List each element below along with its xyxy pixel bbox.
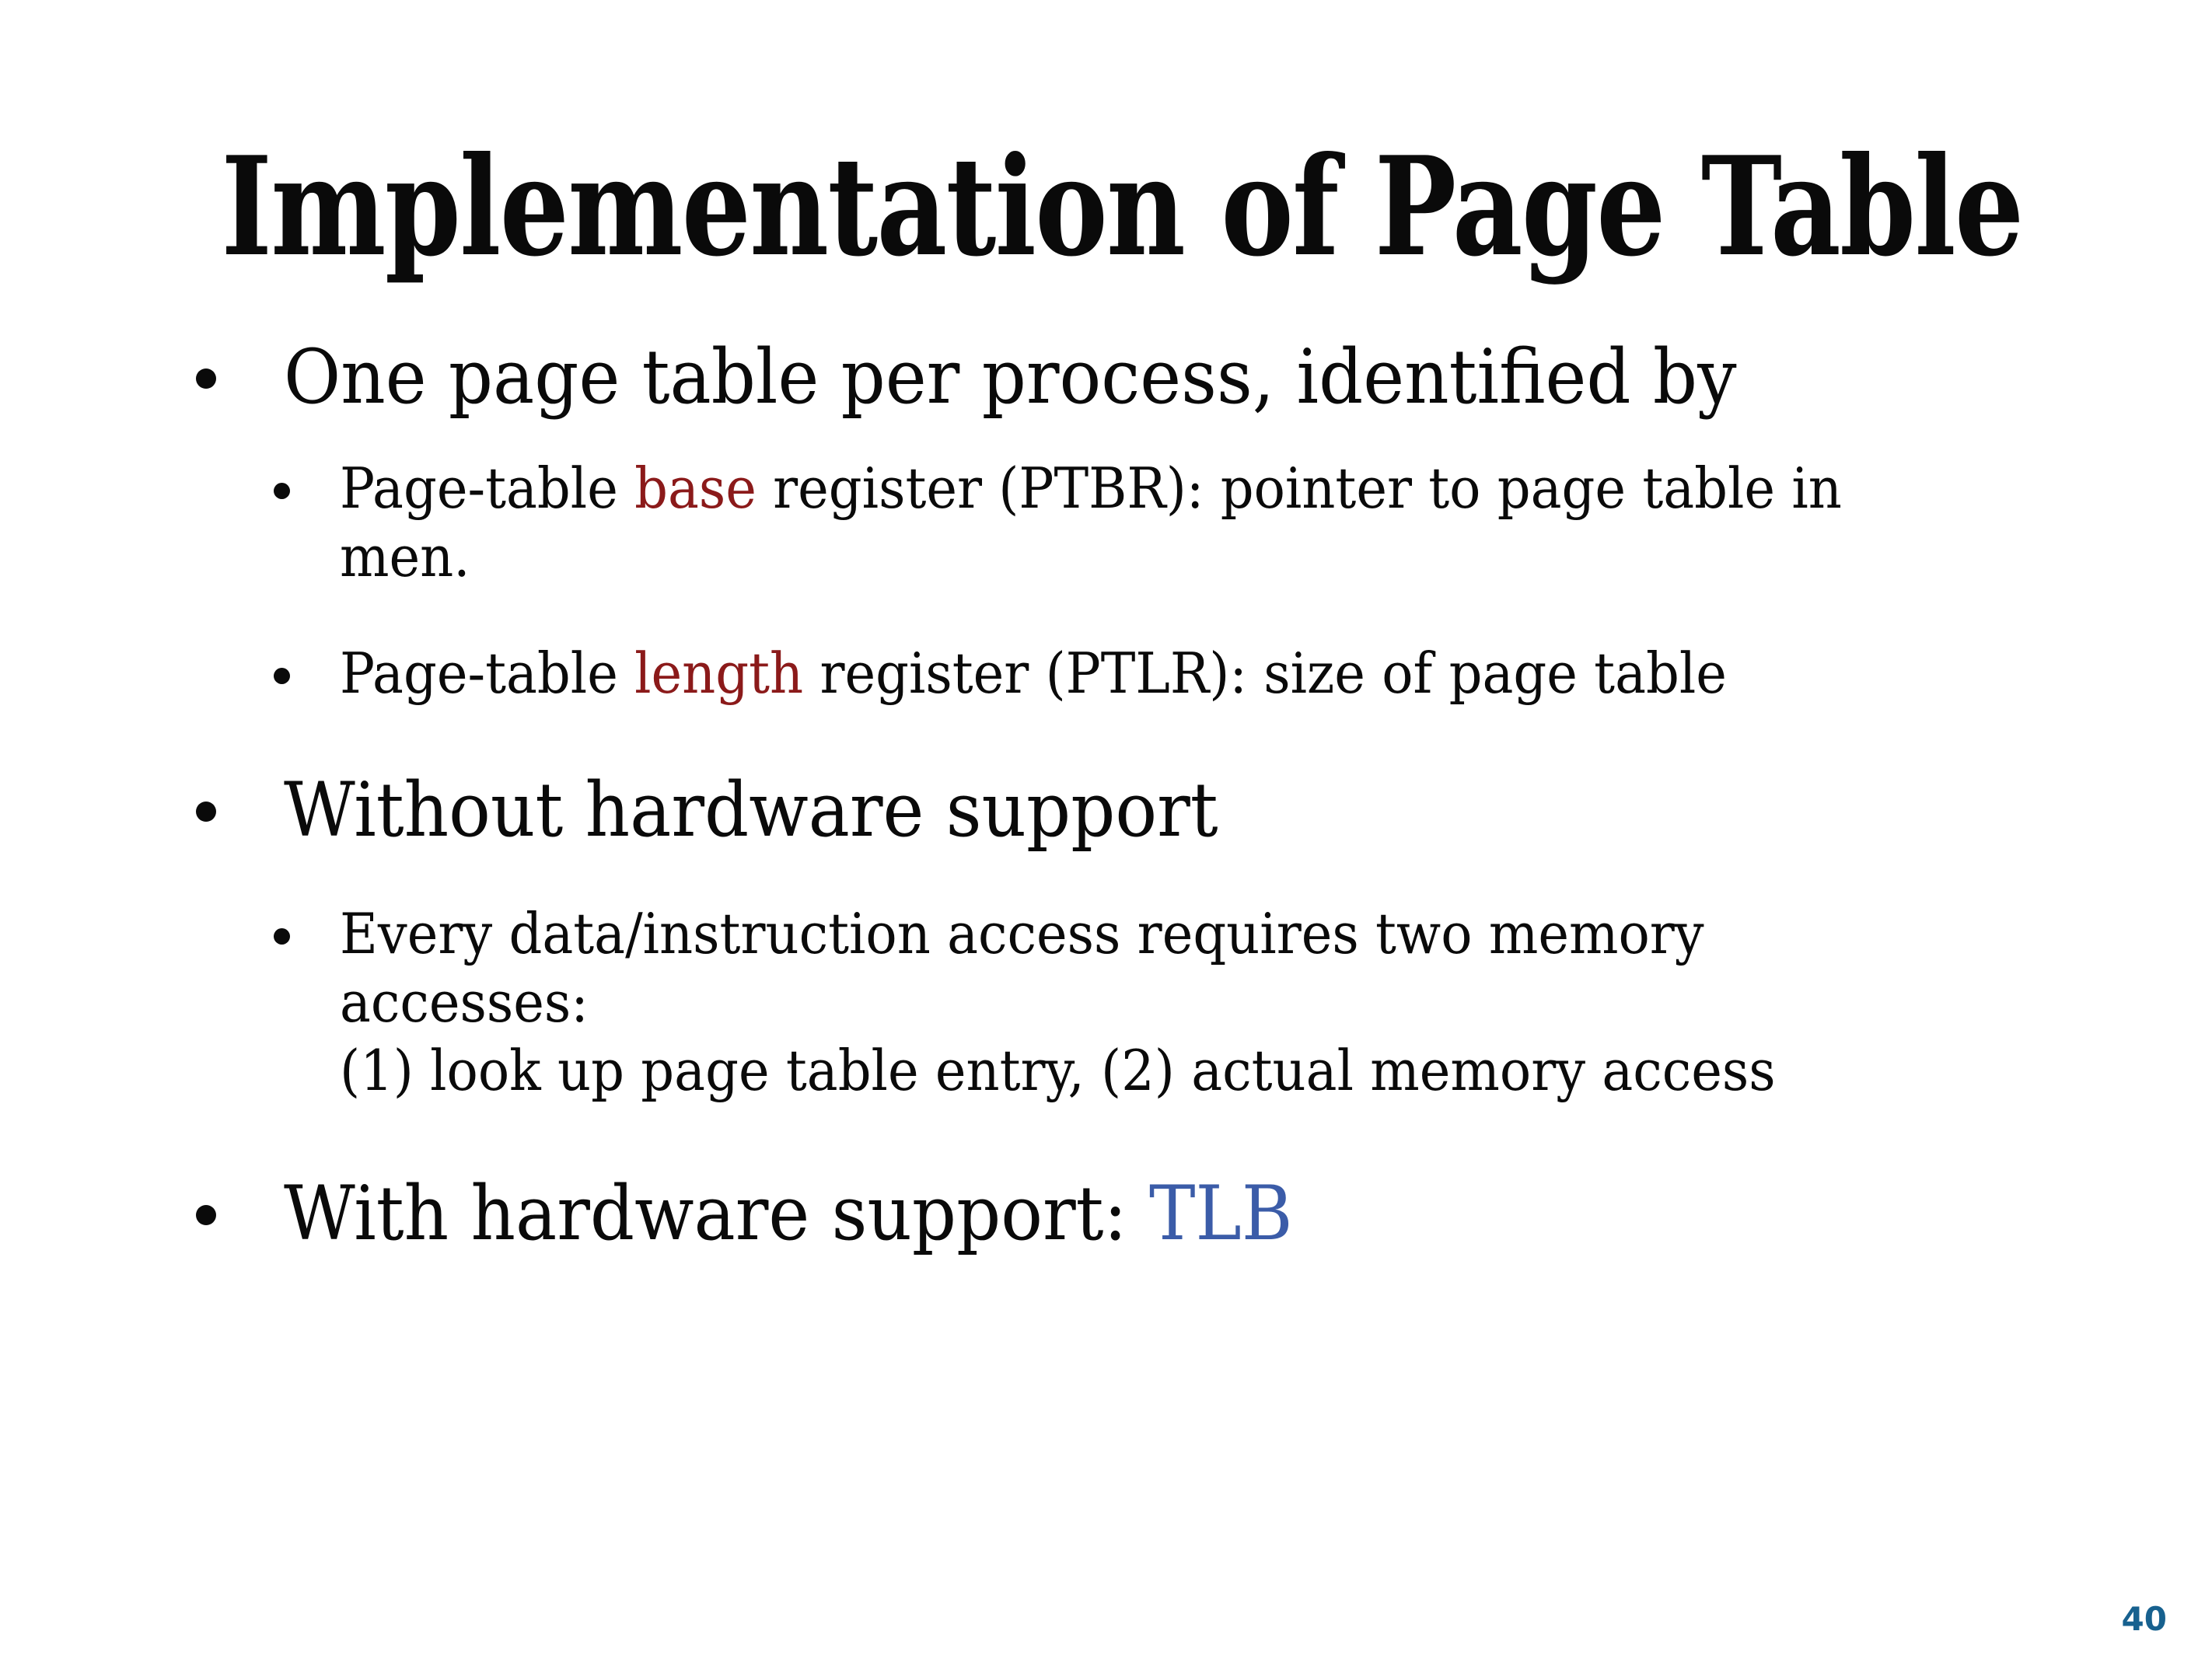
bullet-item-level1: With hardware support: TLB	[0, 1169, 2212, 1257]
bullet-dot-icon	[274, 928, 290, 945]
slide-page-number: 40	[2121, 1600, 2167, 1638]
bullet-dot-icon	[274, 483, 290, 500]
bullet-text-highlight: TLB	[1148, 1169, 1293, 1257]
bullet-text-prefix: Page-table	[340, 641, 635, 707]
bullet-text-suffix: register (PTLR): size of page table	[803, 641, 1727, 707]
page-title: Implementation of Page Table	[221, 127, 2025, 288]
bullet-text-highlight: base	[634, 456, 757, 522]
bullet-text: Page-table base register (PTBR): pointer…	[340, 455, 1936, 592]
bullet-text-highlight: length	[634, 641, 804, 707]
bullet-text: With hardware support: TLB	[284, 1169, 1947, 1257]
bullet-item-level2: Page-table length register (PTLR): size …	[0, 640, 2212, 708]
bullet-text: Without hardware support	[284, 766, 1218, 854]
bullet-dot-icon	[274, 668, 290, 685]
bullet-text-prefix: With hardware support:	[284, 1169, 1149, 1257]
bullet-text: One page table per process, identified b…	[284, 334, 1737, 421]
bullet-text: Page-table length register (PTLR): size …	[340, 640, 1936, 708]
bullet-text: Every data/instruction access requires t…	[340, 901, 1776, 1103]
bullet-item-level2: Page-table base register (PTBR): pointer…	[0, 455, 2212, 592]
bullet-text-prefix: Page-table	[340, 456, 635, 522]
bullet-dot-icon	[196, 801, 216, 822]
bullet-item-level1: Without hardware support	[0, 767, 2212, 854]
bullet-text-suffix: register (PTBR): pointer to page table i…	[340, 456, 1842, 590]
bullet-item-level2: Every data/instruction access requires t…	[0, 900, 2212, 1105]
bullet-dot-icon	[196, 368, 216, 389]
bullet-item-level1: One page table per process, identified b…	[0, 334, 2212, 421]
bullet-dot-icon	[196, 1204, 216, 1225]
slide-body: One page table per process, identified b…	[0, 334, 2212, 1257]
